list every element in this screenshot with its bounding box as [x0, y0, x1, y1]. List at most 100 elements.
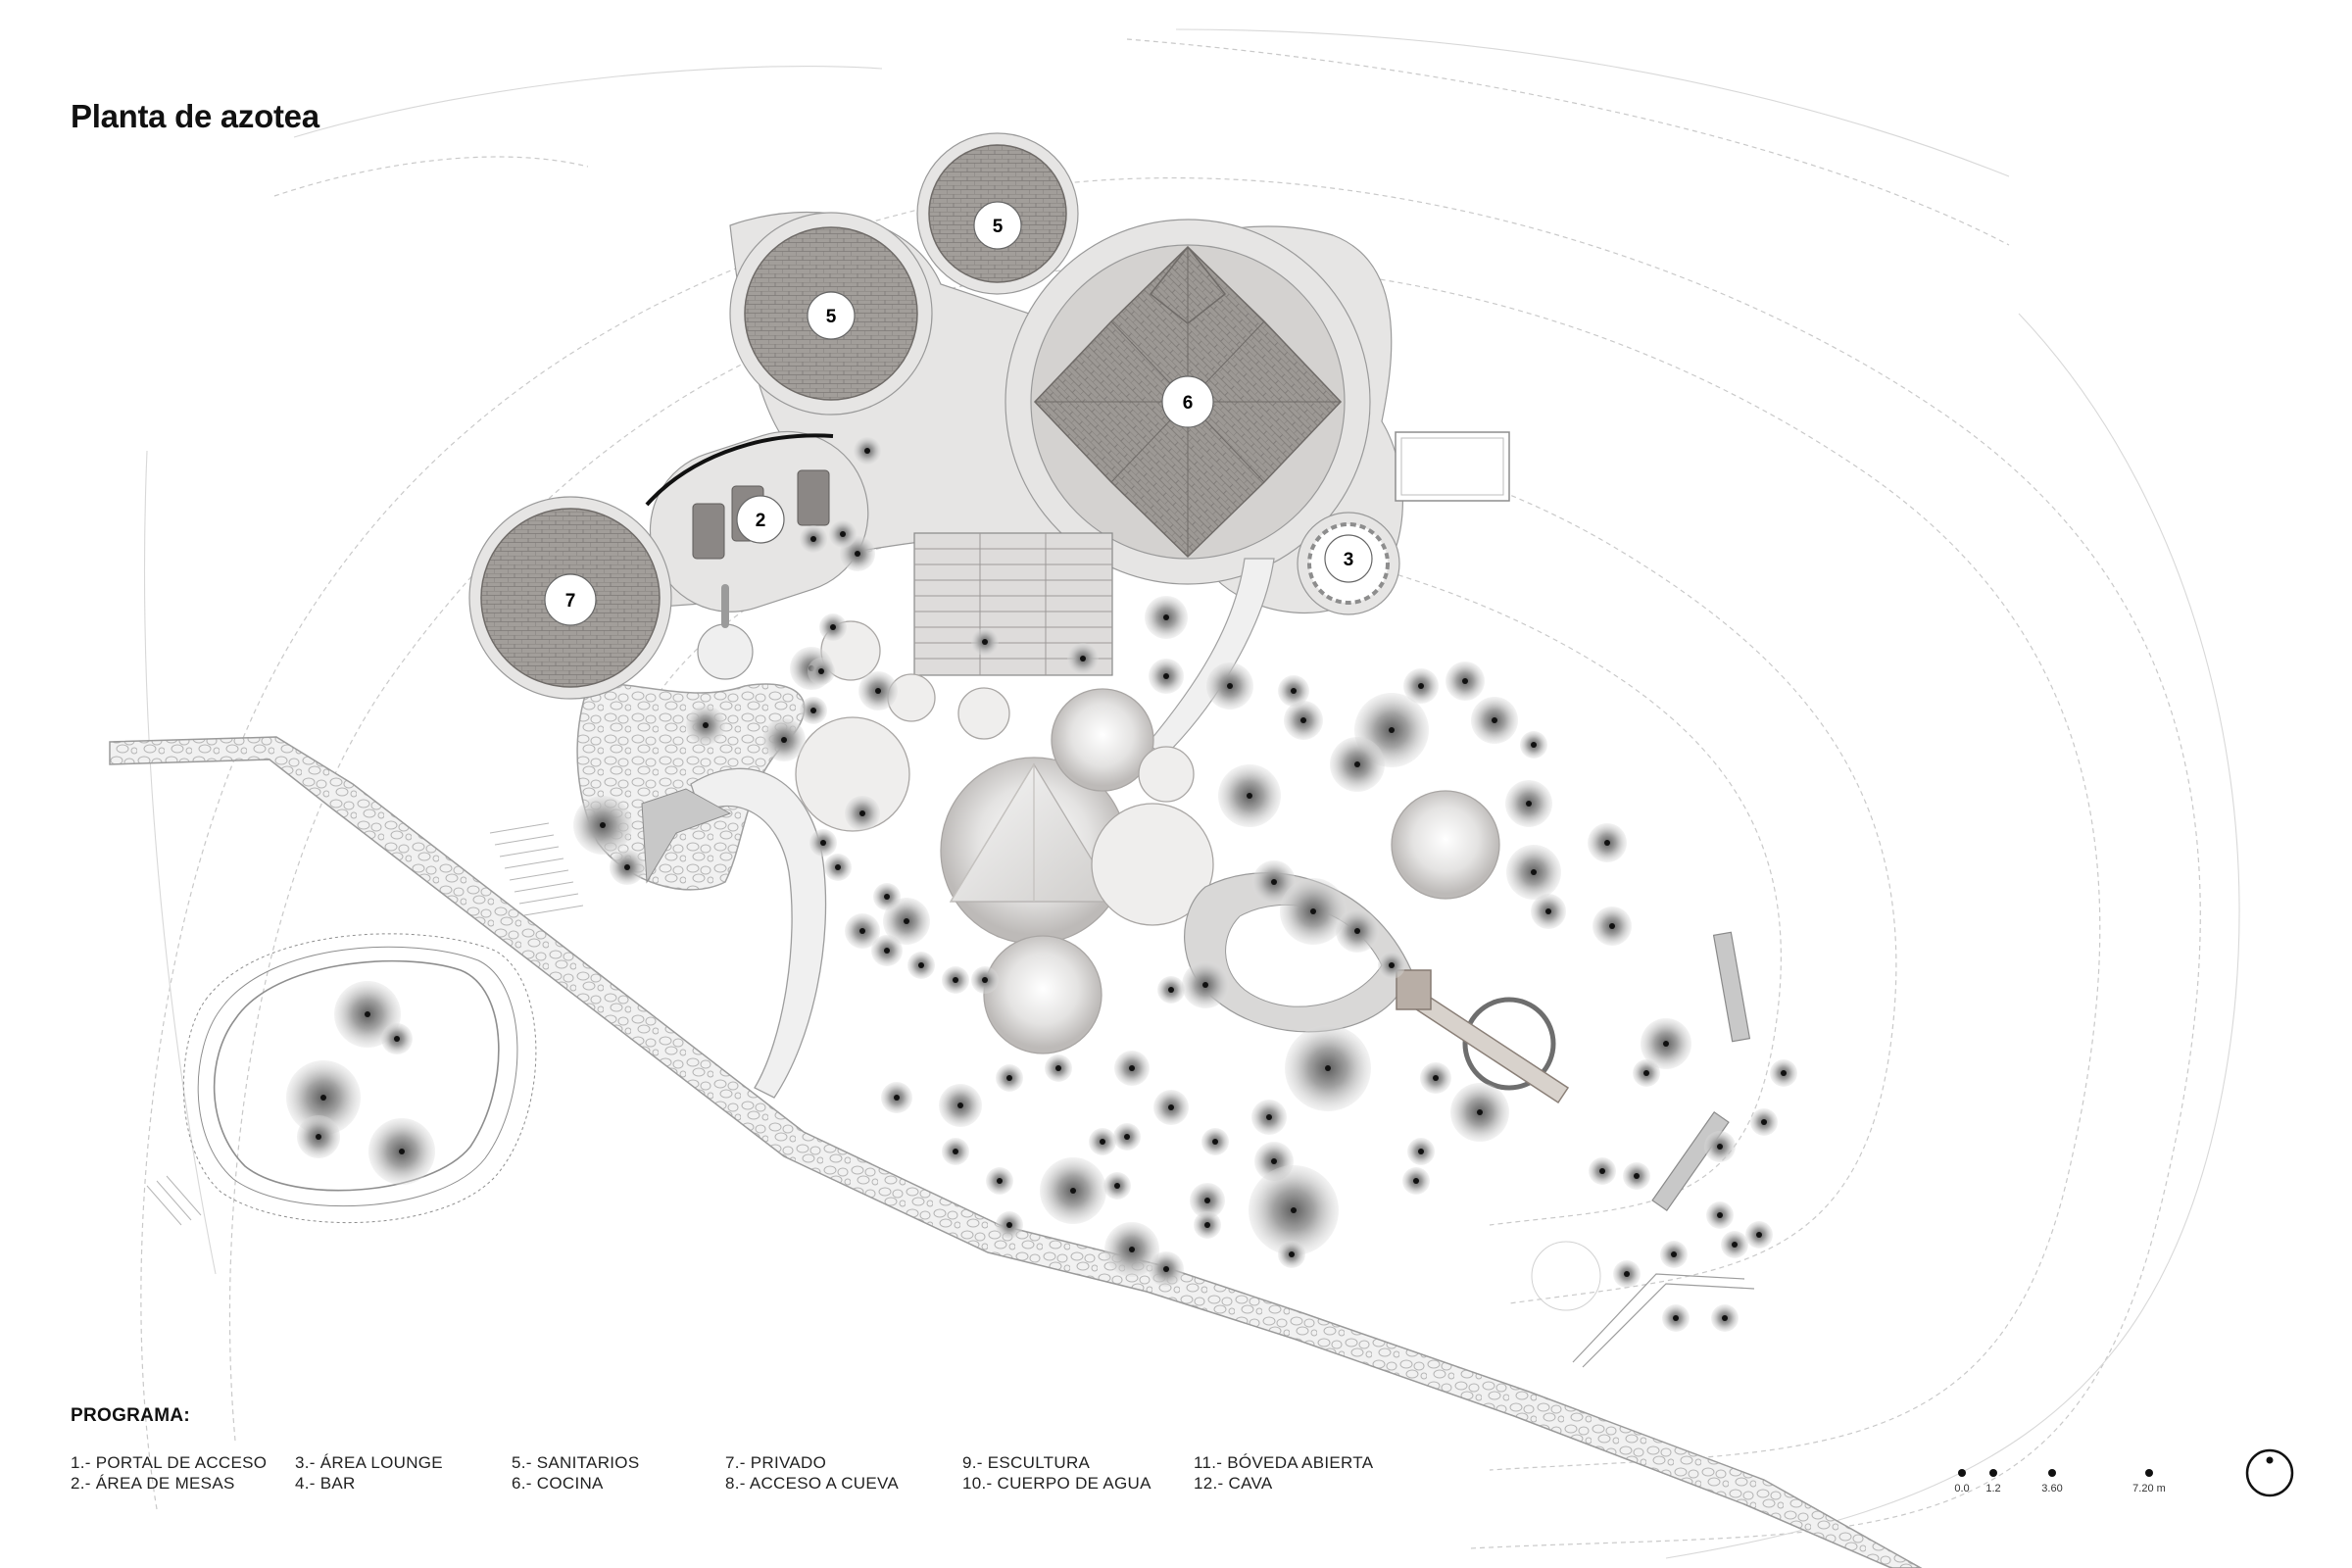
program-item: 8.- ACCESO A CUEVA: [725, 1474, 900, 1493]
svg-text:5: 5: [826, 307, 837, 327]
tree-trunk-dot: [1129, 1065, 1135, 1071]
tree-trunk-dot: [1609, 923, 1615, 929]
tree-trunk-dot: [820, 840, 826, 846]
tree-trunk-dot: [1526, 801, 1532, 807]
tree-trunk-dot: [1531, 869, 1537, 875]
tree-trunk-dot: [394, 1036, 400, 1042]
tree-trunk-dot: [703, 722, 709, 728]
tree-trunk-dot: [1289, 1251, 1295, 1257]
tree-trunk-dot: [1781, 1070, 1787, 1076]
tree-trunk-dot: [904, 918, 909, 924]
tree-trunk-dot: [624, 864, 630, 870]
tree-trunk-dot: [1673, 1315, 1679, 1321]
tree-trunk-dot: [1163, 614, 1169, 620]
tree-trunk-dot: [600, 822, 606, 828]
program-column-5: 9.- ESCULTURA 10.- CUERPO DE AGUA: [962, 1452, 1152, 1494]
tree-trunk-dot: [982, 639, 988, 645]
tree-trunk-dot: [810, 536, 816, 542]
tree-trunk-dot: [1163, 1266, 1169, 1272]
svg-text:6: 6: [1183, 393, 1194, 414]
tree-trunk-dot: [1006, 1075, 1012, 1081]
tree-trunk-dot: [953, 1149, 958, 1154]
label-privado: 7: [544, 573, 597, 626]
tree-trunk-dot: [1663, 1041, 1669, 1047]
program-item: 10.- CUERPO DE AGUA: [962, 1474, 1152, 1493]
tree-trunk-dot: [918, 962, 924, 968]
program-item: 6.- COCINA: [512, 1474, 604, 1493]
tree-trunk-dot: [1202, 982, 1208, 988]
tree-trunk-dot: [1247, 793, 1252, 799]
site-boundary-lines: [143, 28, 2240, 1559]
benches: [1651, 931, 1751, 1212]
tree-trunk-dot: [1531, 742, 1537, 748]
svg-text:5: 5: [993, 217, 1004, 237]
tree-trunk-dot: [1545, 908, 1551, 914]
tree-trunk-dot: [1114, 1183, 1120, 1189]
page-title: Planta de azotea: [71, 98, 319, 134]
tree-trunk-dot: [1354, 928, 1360, 934]
program-item: 11.- BÓVEDA ABIERTA: [1194, 1453, 1374, 1472]
stone-path: [109, 736, 1923, 1568]
tree-trunk-dot: [1070, 1188, 1076, 1194]
tree-trunk-dot: [864, 448, 870, 454]
tree-trunk-dot: [1761, 1119, 1767, 1125]
tree-trunk-dot: [1418, 683, 1424, 689]
scale-tick-label: 0.0: [1954, 1483, 1970, 1494]
tree-trunk-dot: [1354, 761, 1360, 767]
program-item: 3.- ÁREA LOUNGE: [295, 1453, 443, 1472]
scale-bar: [1958, 1469, 2153, 1477]
program-item: 9.- ESCULTURA: [962, 1453, 1091, 1472]
tree-trunk-dot: [1492, 717, 1497, 723]
tree-trunk-dot: [997, 1178, 1003, 1184]
tree-trunk-dot: [1717, 1212, 1723, 1218]
tree-trunk-dot: [818, 668, 824, 674]
program-column-3: 5.- SANITARIOS 6.- COCINA: [512, 1452, 639, 1494]
tree-trunk-dot: [1055, 1065, 1061, 1071]
tree-trunk-dot: [1227, 683, 1233, 689]
tree-trunk-dot: [1204, 1198, 1210, 1203]
tree-trunk-dot: [1291, 1207, 1297, 1213]
garden-ring: [182, 933, 537, 1223]
program-heading: PROGRAMA:: [71, 1405, 190, 1426]
tree-trunk-dot: [1433, 1075, 1439, 1081]
plan-labels: 5 5 6 2 3 7: [544, 201, 1373, 626]
footpath: [1572, 1273, 1755, 1368]
label-lounge: 3: [1324, 534, 1373, 583]
tree-trunk-dot: [1129, 1247, 1135, 1252]
program-item: 4.- BAR: [295, 1474, 356, 1493]
tree-trunk-dot: [399, 1149, 405, 1154]
trees: [286, 437, 1797, 1332]
tree-trunk-dot: [982, 977, 988, 983]
tree-trunk-dot: [1325, 1065, 1331, 1071]
steps: [146, 822, 584, 1226]
tree-trunk-dot: [1271, 1158, 1277, 1164]
label-sanitarios-a: 5: [973, 201, 1022, 250]
label-cocina: 6: [1161, 375, 1214, 428]
tree-trunk-dot: [1722, 1315, 1728, 1321]
svg-text:7: 7: [565, 591, 576, 612]
tree-trunk-dot: [1599, 1168, 1605, 1174]
tree-trunk-dot: [320, 1095, 326, 1101]
tree-trunk-dot: [1671, 1251, 1677, 1257]
tree-trunk-dot: [1080, 656, 1086, 662]
tree-trunk-dot: [1413, 1178, 1419, 1184]
tree-trunk-dot: [859, 928, 865, 934]
tree-trunk-dot: [1271, 879, 1277, 885]
tree-trunk-dot: [1389, 962, 1395, 968]
svg-text:2: 2: [756, 511, 766, 531]
label-sanitarios-b: 5: [807, 291, 856, 340]
program-item: 12.- CAVA: [1194, 1474, 1273, 1493]
program-column-6: 11.- BÓVEDA ABIERTA 12.- CAVA: [1194, 1452, 1373, 1494]
scale-tick-label: 7.20 m: [2132, 1483, 2166, 1494]
tree-trunk-dot: [1006, 1222, 1012, 1228]
tree-trunk-dot: [1462, 678, 1468, 684]
ramp: [1146, 558, 1275, 756]
tree-trunk-dot: [1291, 688, 1297, 694]
tree-trunk-dot: [1756, 1232, 1762, 1238]
tree-trunk-dot: [1732, 1242, 1738, 1248]
tree-trunk-dot: [884, 948, 890, 954]
tree-trunk-dot: [1604, 840, 1610, 846]
program-column-4: 7.- PRIVADO 8.- ACCESO A CUEVA: [725, 1452, 899, 1494]
tree-trunk-dot: [835, 864, 841, 870]
